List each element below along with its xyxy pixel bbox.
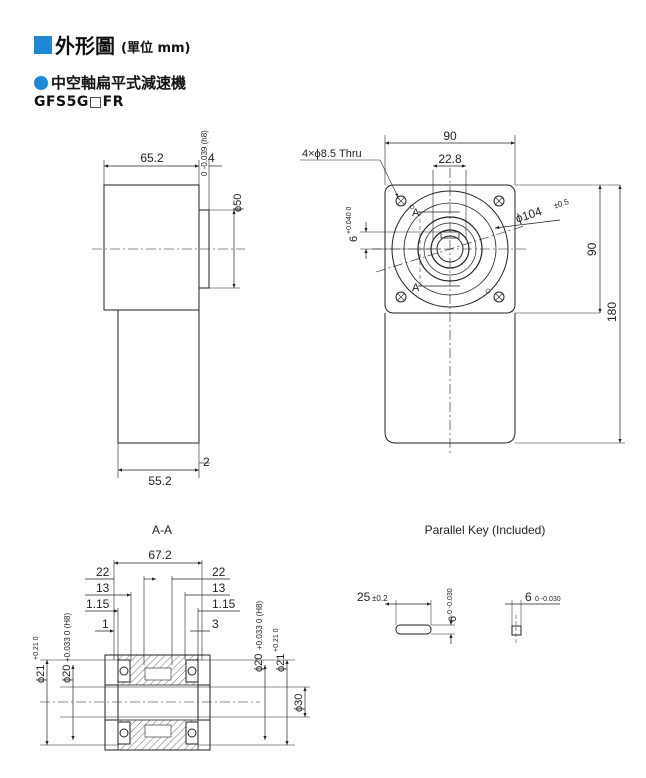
circle-bullet-icon: [34, 75, 48, 90]
dim-text-key-6: 6: [348, 236, 360, 242]
dim-text-22-left: 22: [96, 565, 110, 579]
dim-text-phi21-left-tol: +0.21 0: [33, 636, 40, 660]
dim-text-phi20-left-tol: +0.033 0 (H8): [63, 613, 72, 662]
key-side-shape: [395, 624, 432, 635]
side-view-gearbox: [103, 184, 200, 311]
dim-text-key-tol: +0.040 0: [346, 206, 353, 234]
dim-text-phi30: ϕ30: [293, 694, 305, 712]
dim-text-90-height: 90: [585, 242, 599, 256]
mounting-hole-icon: [395, 291, 407, 303]
square-icon: [34, 35, 52, 54]
side-view: [92, 160, 245, 478]
dim-text-1-15-left: 1.15: [86, 597, 110, 611]
key-width-text: 6: [525, 590, 532, 604]
dim-text-55-2: 55.2: [148, 474, 172, 488]
dim-text-90-width: 90: [443, 129, 457, 143]
dim-text-13-right: 13: [212, 581, 226, 595]
header-title: 外形圖: [55, 34, 115, 58]
dim-text-phi21-right-tol: +0.21 0: [273, 628, 280, 652]
section-title: A-A: [152, 523, 172, 537]
parallel-key-view: [385, 600, 560, 645]
holes-note: 4×ϕ8.5 Thru: [302, 148, 362, 160]
dim-text-1-15-right: 1.15: [212, 597, 236, 611]
dim-text-phi50-tol: 0 -0.039 (h8): [200, 130, 209, 176]
key-end-shape: [511, 625, 522, 636]
dim-text-3: 3: [212, 617, 219, 631]
mounting-hole-icon: [493, 195, 505, 207]
dim-text-65-2: 65.2: [140, 151, 164, 165]
dim-text-1: 1: [102, 617, 109, 631]
key-height-tol: 0 -0.030: [447, 588, 454, 614]
subtitle-text: 中空軸扁平式減速機: [51, 74, 187, 92]
dim-text-13-left: 13: [96, 581, 110, 595]
dim-text-67-2: 67.2: [148, 548, 172, 562]
dim-text-phi21-right: ϕ21: [275, 654, 287, 672]
dim-text-2: 2: [203, 455, 210, 469]
dim-text-pcd-tol: ±0.5: [552, 197, 570, 211]
section-label-a-top: A: [412, 207, 420, 219]
dim-text-phi20-left: ϕ20: [61, 665, 73, 683]
key-length-text: 25: [357, 590, 371, 604]
dim-text-phi21-left: ϕ21: [35, 665, 47, 683]
dim-text-4: 4: [208, 151, 215, 165]
side-view-motor: [117, 309, 200, 444]
mounting-hole-icon: [493, 291, 505, 303]
key-height-text: 6: [447, 616, 459, 622]
subtitle: 中空軸扁平式減速機: [34, 72, 186, 93]
dim-text-phi20-right-tol: +0.033 0 (H8): [255, 601, 264, 650]
parallel-key-title: Parallel Key (Included): [425, 523, 546, 537]
section-view: [40, 560, 310, 751]
section-label-a-bottom: A: [412, 282, 420, 294]
header-unit: (單位 mm): [121, 41, 191, 56]
model-number: GFS5G□FR: [34, 94, 124, 110]
dim-text-phi20-right: ϕ20: [253, 654, 265, 672]
dim-text-180: 180: [605, 302, 619, 322]
dim-text-phi50: ϕ50: [232, 194, 244, 212]
key-length-tol: ±0.2: [372, 594, 388, 603]
key-width-tol: 0 -0.030: [535, 596, 561, 603]
dim-text-22-8: 22.8: [438, 152, 462, 166]
mounting-hole-icon: [395, 195, 407, 207]
front-view: [300, 135, 625, 455]
dim-text-22-right: 22: [212, 565, 226, 579]
header: 外形圖 (單位 mm): [34, 30, 191, 59]
